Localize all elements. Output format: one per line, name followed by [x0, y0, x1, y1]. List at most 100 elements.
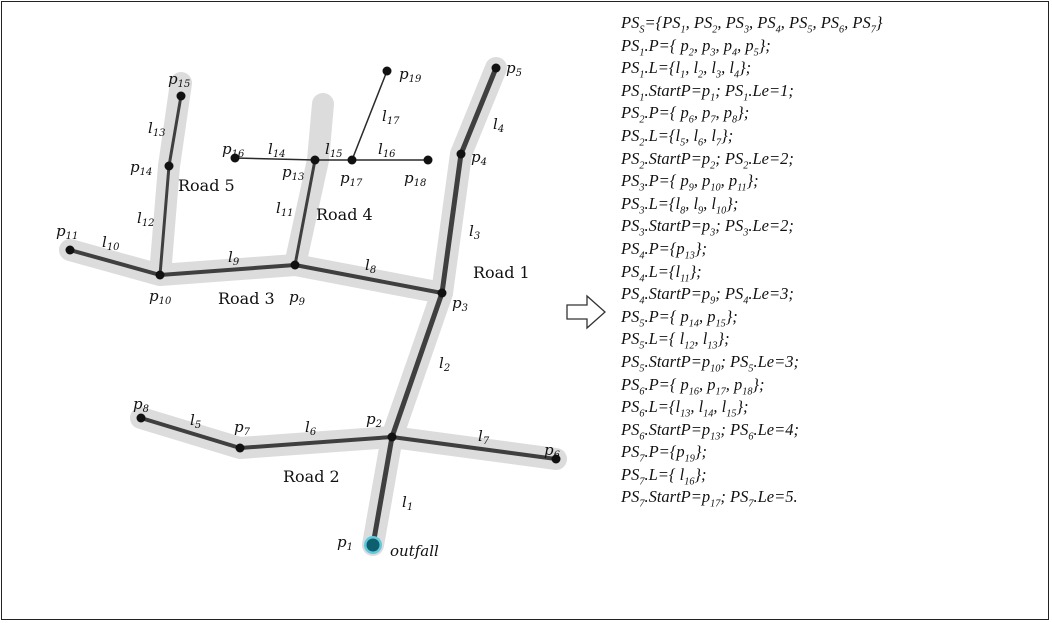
node-p4: [456, 149, 466, 159]
link-l2: [389, 290, 445, 440]
path-set-line: PS4.L={l11};: [621, 261, 702, 284]
node-p3: [437, 288, 447, 298]
link-label-l5: l5: [190, 411, 201, 431]
path-set-line: PS2.L={l5, l6, l7};: [621, 125, 734, 149]
outfall-label: outfall: [390, 542, 439, 560]
link-label-l16: l16: [378, 140, 396, 160]
path-set-line: PS3.P={ p9, p10, p11};: [621, 171, 759, 194]
node-label-p16: p16: [222, 140, 245, 160]
link-label-l8: l8: [365, 256, 376, 276]
road-label-road3: Road 3: [218, 289, 275, 308]
node-p17: [347, 155, 357, 165]
node-p5: [491, 63, 501, 73]
link-l6: [238, 435, 394, 450]
path-set-line: PS1.L={l1, l2, l3, l4};: [621, 58, 752, 81]
link-l14: [234, 157, 316, 161]
link-label-l4: l4: [493, 115, 504, 135]
link-l7: [390, 435, 558, 461]
right-arrow-icon: [566, 294, 606, 330]
node-label-p13: p13: [282, 163, 304, 183]
node-label-p4: p4: [471, 148, 487, 168]
link-l11: [293, 158, 317, 267]
node-label-p17: p17: [340, 169, 363, 189]
node-p11: [65, 245, 75, 255]
link-l17: [351, 70, 388, 161]
node-p9: [290, 260, 300, 270]
link-label-l14: l14: [268, 140, 286, 160]
node-p14: [164, 161, 174, 171]
link-layer: [68, 65, 558, 548]
link-label-l13: l13: [148, 119, 166, 139]
node-label-p9: p9: [289, 288, 306, 308]
link-label-l2: l2: [439, 354, 450, 374]
node-p6: [551, 454, 561, 464]
node-p8: [136, 413, 146, 423]
link-label-l7: l7: [478, 427, 490, 447]
path-set-line: PS6.P={ p16, p17, p18};: [621, 374, 765, 397]
path-set-list: PSS={PS1, PS2, PS3, PS4, PS5, PS6, PS7}P…: [621, 12, 1041, 510]
road-label-road1: Road 1: [473, 263, 530, 282]
node-label-p8: p8: [133, 395, 149, 415]
node-p10: [155, 270, 165, 280]
link-l8: [293, 263, 444, 295]
path-set-line: PSS={PS1, PS2, PS3, PS4, PS5, PS6, PS7}: [621, 13, 883, 36]
path-set-line: PS7.P={p19};: [621, 442, 707, 465]
path-set-line: PS5.P={ p14, p15};: [621, 306, 738, 330]
node-label-p15: p15: [168, 70, 190, 90]
node-label-p2: p2: [366, 410, 382, 430]
path-set-line: PS5.L={ l12, l13};: [621, 329, 730, 352]
node-p2: [387, 432, 397, 442]
road-label-road4: Road 4: [316, 205, 373, 224]
link-label-l12: l12: [137, 209, 155, 229]
node-label-p19: p19: [399, 65, 422, 85]
node-label-p3: p3: [452, 294, 468, 314]
node-label-p7: p7: [234, 418, 251, 438]
link-l12: [158, 164, 171, 277]
link-label-l10: l10: [102, 233, 120, 253]
link-l13: [167, 94, 183, 168]
node-p1: [366, 538, 380, 552]
node-label-p11: p11: [56, 222, 78, 242]
link-l3: [439, 151, 464, 296]
link-label-l17: l17: [382, 107, 400, 127]
link-l9: [158, 263, 297, 277]
link-l10: [68, 248, 162, 277]
link-l1: [370, 434, 395, 548]
path-set-line: PS4.StartP=p9; PS4.Le=3;: [621, 284, 794, 307]
path-set-line: PS4.P={p13};: [621, 238, 707, 262]
link-label-l6: l6: [305, 418, 317, 438]
link-l5: [139, 416, 242, 450]
link-label-l11: l11: [276, 199, 294, 219]
node-p15: [176, 91, 186, 101]
road-label-road5: Road 5: [178, 176, 235, 195]
node-label-p10: p10: [149, 287, 172, 307]
path-set-line: PS7.StartP=p17; PS7.Le=5.: [621, 487, 798, 510]
path-set-line: PS7.L={ l16};: [621, 464, 707, 488]
node-label-p14: p14: [130, 158, 152, 178]
node-label-p6: p6: [544, 441, 561, 461]
node-layer: [65, 63, 561, 554]
path-set-line: PS6.StartP=p13; PS6.Le=4;: [621, 419, 799, 442]
road-buffer-1: [362, 57, 507, 556]
path-set-line: PS6.L={l13, l14, l15};: [621, 397, 749, 420]
link-label-l3: l3: [469, 222, 480, 242]
path-set-line: PS3.StartP=p3; PS3.Le=2;: [621, 216, 794, 239]
node-p7: [235, 443, 245, 453]
road-label-road2: Road 2: [283, 467, 340, 486]
link-label-l9: l9: [228, 248, 240, 268]
node-label-p1: p1: [337, 533, 353, 553]
node-p16: [230, 153, 240, 163]
path-set-line: PS1.StartP=p1; PS1.Le=1;: [621, 80, 794, 104]
path-set-line: PS1.P={ p2, p3, p4, p5};: [621, 35, 771, 58]
link-l4: [458, 65, 499, 157]
link-label-l15: l15: [325, 140, 343, 160]
path-set-line: PS5.StartP=p10; PS5.Le=3;: [621, 351, 799, 375]
node-p13: [310, 155, 320, 165]
node-label-p5: p5: [506, 59, 522, 79]
node-p18: [423, 155, 433, 165]
path-set-line: PS3.L={l8, l9, l10};: [621, 193, 739, 217]
node-p19: [382, 66, 392, 76]
